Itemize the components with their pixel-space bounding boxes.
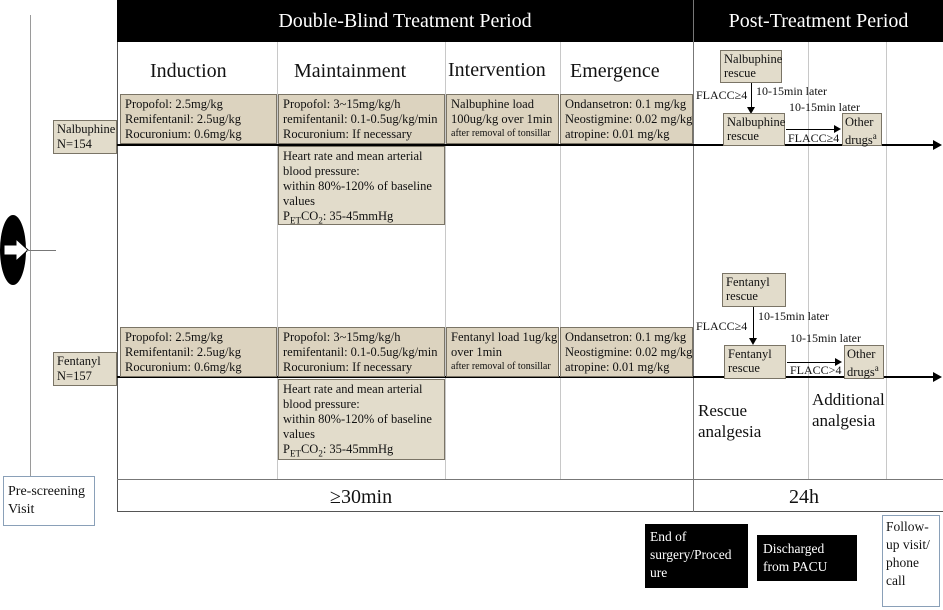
fentanyl-rescue-box-2: Fentanyl rescue bbox=[724, 345, 786, 379]
fentanyl-flacc-1: FLACC≥4 bbox=[696, 319, 748, 333]
arm-nalbuphine: Nalbuphine N=154 bbox=[53, 120, 117, 154]
duration-row-divider bbox=[117, 479, 943, 480]
fentanyl-induction-box: Propofol: 2.5mg/kg Remifentanil: 2.5ug/k… bbox=[120, 327, 277, 377]
discharged-from-pacu-box: Discharged from PACU bbox=[757, 535, 857, 581]
branch-line bbox=[26, 250, 56, 251]
divider-treatment-post bbox=[693, 0, 694, 512]
treatment-duration: ≥30min bbox=[330, 486, 393, 508]
fentanyl-rescue-down-arrow bbox=[753, 307, 754, 340]
fentanyl-rescue-box-1: Fentanyl rescue bbox=[722, 273, 786, 307]
post-treatment-header: Post-Treatment Period bbox=[694, 0, 943, 42]
fentanyl-timeline bbox=[117, 376, 934, 378]
nalbuphine-flacc-1: FLACC≥4 bbox=[696, 88, 748, 102]
post-duration: 24h bbox=[789, 486, 819, 508]
fentanyl-rescue-down-arrowhead bbox=[749, 338, 757, 345]
nalbuphine-intervention-box: Nalbuphine load 100ug/kg over 1min after… bbox=[446, 94, 559, 144]
nalbuphine-other-drugs-box: Other drugsa bbox=[842, 113, 882, 147]
fentanyl-maintainment-box: Propofol: 3~15mg/kg/h remifentanil: 0.1-… bbox=[278, 327, 445, 377]
fentanyl-escalation-arrowhead bbox=[835, 358, 842, 366]
fentanyl-emergence-box: Ondansetron: 0.1 mg/kg Neostigmine: 0.02… bbox=[560, 327, 693, 377]
nalbuphine-later-2: 10-15min later bbox=[789, 100, 860, 114]
fentanyl-other-drugs-box: Other drugsa bbox=[844, 345, 884, 379]
divider-induction-maint bbox=[277, 42, 278, 479]
divider-post-1 bbox=[808, 42, 809, 479]
nalbuphine-flacc-2: FLACC≥4 bbox=[788, 131, 840, 145]
nalbuphine-emergence-box: Ondansetron: 0.1 mg/kg Neostigmine: 0.02… bbox=[560, 94, 693, 144]
divider-interv-emerg bbox=[560, 42, 561, 479]
fentanyl-escalation-arrow bbox=[787, 362, 837, 363]
nalbuphine-targets-box: Heart rate and mean arterial blood press… bbox=[278, 146, 445, 226]
additional-analgesia-label: Additional analgesia bbox=[812, 390, 885, 430]
right-arrow-icon bbox=[3, 237, 29, 263]
main-frame bbox=[117, 0, 943, 512]
rescue-analgesia-label: Rescue analgesia bbox=[698, 401, 762, 441]
fentanyl-later-2: 10-15min later bbox=[790, 331, 861, 345]
phase-induction: Induction bbox=[150, 60, 227, 82]
nalbuphine-rescue-box-1: Nalbuphine rescue bbox=[720, 50, 782, 83]
nalbuphine-rescue-box-2: Nalbuphine rescue bbox=[723, 113, 785, 146]
phase-intervention: Intervention bbox=[448, 59, 546, 81]
fentanyl-timeline-arrowhead bbox=[933, 372, 942, 382]
follow-up-box: Follow- up visit/ phone call bbox=[882, 515, 940, 607]
phase-maintainment: Maintainment bbox=[294, 60, 407, 82]
nalbuphine-timeline bbox=[117, 144, 934, 146]
nalbuphine-later-1: 10-15min later bbox=[756, 84, 827, 98]
petco2-target: PETCO2: 35-45mmHg bbox=[283, 209, 394, 226]
left-vertical-line bbox=[30, 15, 31, 497]
divider-post-2 bbox=[886, 42, 887, 479]
nalbuphine-timeline-arrowhead bbox=[933, 140, 942, 150]
nalbuphine-rescue-down-arrow bbox=[751, 83, 752, 109]
phase-emergence: Emergence bbox=[570, 60, 660, 82]
fentanyl-later-1: 10-15min later bbox=[758, 309, 829, 323]
fentanyl-intervention-box: Fentanyl load 1ug/kg over 1min after rem… bbox=[446, 327, 559, 377]
prescreening-visit-box: Pre-screening Visit bbox=[3, 476, 95, 526]
petco2-target: PETCO2: 35-45mmHg bbox=[283, 442, 394, 459]
fentanyl-flacc-2: FLACC>4 bbox=[790, 363, 842, 377]
double-blind-header: Double-Blind Treatment Period bbox=[117, 0, 693, 42]
fentanyl-targets-box: Heart rate and mean arterial blood press… bbox=[278, 379, 445, 460]
nalbuphine-escalation-arrowhead bbox=[834, 125, 841, 133]
arm-fentanyl: Fentanyl N=157 bbox=[53, 352, 117, 386]
nalbuphine-escalation-arrow bbox=[786, 129, 836, 130]
divider-maint-interv bbox=[445, 42, 446, 479]
nalbuphine-maintainment-box: Propofol: 3~15mg/kg/h remifentanil: 0.1-… bbox=[278, 94, 445, 144]
nalbuphine-induction-box: Propofol: 2.5mg/kg Remifentanil: 2.5ug/k… bbox=[120, 94, 277, 144]
nalbuphine-rescue-down-arrowhead bbox=[747, 107, 755, 114]
end-of-surgery-box: End of surgery/Proced ure bbox=[645, 524, 748, 588]
